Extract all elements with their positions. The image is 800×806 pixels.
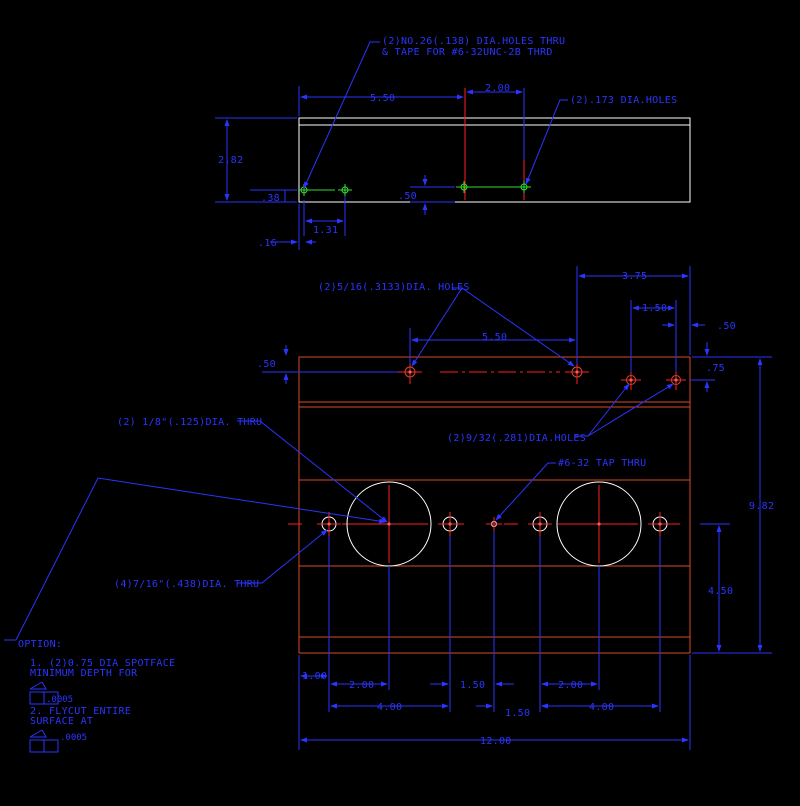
top-note-line1: (2)NO.26(.138) DIA.HOLES THRU [382, 36, 565, 47]
dim-4-00a: 4.00 [377, 702, 402, 713]
dim-2-00a: 2.00 [349, 680, 374, 691]
dim-2-82: 2.82 [218, 155, 243, 166]
dim-4-50: 4.50 [708, 586, 733, 597]
hole-9-32-left [621, 371, 641, 390]
spotface-left [346, 481, 432, 567]
top-hole-marker-2 [338, 184, 352, 196]
hole-5-16-right [565, 362, 589, 384]
top-view-outline [298, 117, 691, 203]
option-leader [4, 477, 386, 641]
option-title: OPTION: [18, 639, 62, 650]
top-hole-marker-1 [298, 184, 335, 196]
hole-9-32-right [666, 371, 686, 390]
dim-1-31: 1.31 [313, 225, 338, 236]
hole-7-16-3 [528, 512, 552, 536]
label-7-16-holes: (4)7/16"(.438)DIA. THRU [114, 579, 259, 590]
flatness-symbol-2 [29, 729, 59, 753]
dim-1-00: 1.00 [302, 671, 327, 682]
option-1-line1: 1. (2)0.75 DIA SPOTFACE [30, 658, 175, 669]
hole-7-16-1 [317, 512, 341, 536]
top-hole-marker-4 [517, 181, 531, 193]
dim-2-00b: 2.00 [558, 680, 583, 691]
spotface-right [556, 481, 642, 567]
top-173-leader [525, 99, 568, 185]
top-note-line2: & TAPE FOR #6-32UNC-2B THRD [382, 47, 553, 58]
dim-5-50-mid: 5.50 [482, 332, 507, 343]
label-9-32-holes: (2)9/32(.281)DIA.HOLES [447, 433, 586, 444]
top-173-label: (2).173 DIA.HOLES [570, 95, 677, 106]
option-1-line2: MINIMUM DEPTH FOR [30, 668, 138, 679]
dim-12-00: 12.00 [480, 736, 512, 747]
label-1-8-holes: (2) 1/8"(.125)DIA. THRU [117, 417, 262, 428]
front-view: (2)5/16(.3133)DIA. HOLES (2)9/32(.281)DI… [4, 266, 774, 750]
dim-5-50-top: 5.50 [370, 93, 395, 104]
option-1-tolerance: .0005 [46, 695, 73, 705]
hole-7-16-4 [648, 512, 672, 536]
dim-50-right: .50 [717, 321, 736, 332]
label-6-32-tap: #6-32 TAP THRU [558, 458, 647, 469]
label-5-16-holes: (2)5/16(.3133)DIA. HOLES [318, 282, 470, 293]
hole-7-16-2 [438, 512, 462, 536]
dim-3-75: 3.75 [622, 271, 647, 282]
dim-16: .16 [258, 238, 277, 249]
dim-75: .75 [706, 363, 725, 374]
dim-2-00-top: 2.00 [485, 83, 510, 94]
option-2-line1: 2. FLYCUT ENTIRE [30, 706, 131, 717]
top-view: (2)NO.26(.138) DIA.HOLES THRU & TAPE FOR… [215, 36, 691, 250]
hole-5-16-left [398, 362, 422, 384]
dim-50-top: .50 [398, 191, 417, 202]
option-notes: OPTION: 1. (2)0.75 DIA SPOTFACE MINIMUM … [18, 639, 175, 753]
dim-38-top: .38 [261, 193, 280, 204]
top-note-leader [303, 41, 380, 189]
dim-9-82: 9.82 [749, 501, 774, 512]
top-hole-marker-3 [456, 181, 520, 193]
hole-6-32-tap [486, 517, 502, 531]
dim-1-50-right: 1.50 [642, 303, 667, 314]
dim-1-50a: 1.50 [460, 680, 485, 691]
dim-50-left: .50 [257, 359, 276, 370]
option-2-tolerance: .0005 [60, 733, 87, 743]
dim-1-50b: 1.50 [505, 708, 530, 719]
dim-4-00b: 4.00 [589, 702, 614, 713]
option-2-line2: SURFACE AT [30, 716, 93, 727]
flatness-symbol-1 [29, 681, 59, 705]
